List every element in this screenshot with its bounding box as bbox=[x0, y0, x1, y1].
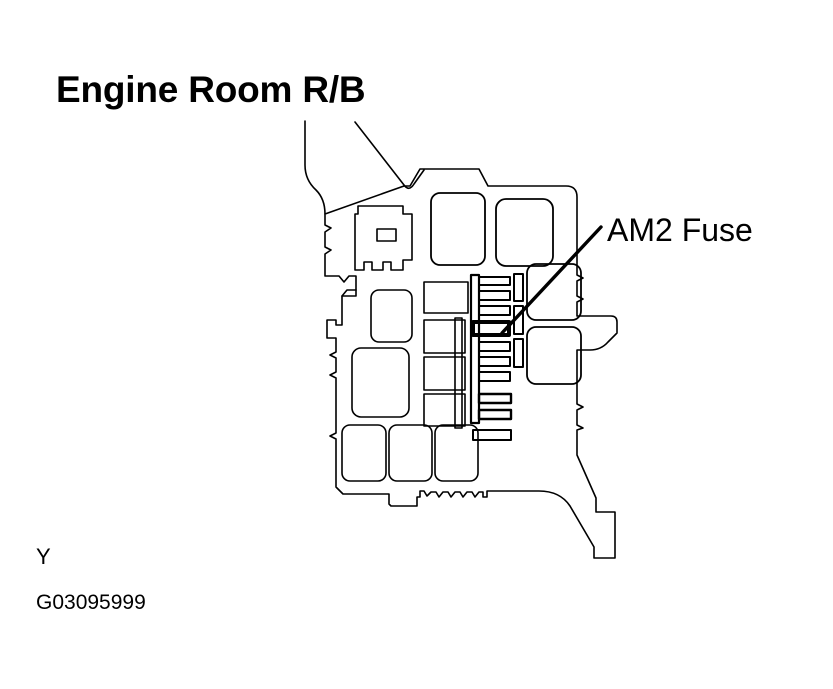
relay-block-outline bbox=[324, 168, 618, 559]
footer-marker: Y bbox=[36, 544, 51, 569]
fuse-slot-bottom-2 bbox=[477, 408, 513, 421]
fuse-slot-tall-3 bbox=[513, 338, 524, 368]
fuse-slot-bottom-3 bbox=[472, 429, 512, 441]
fuse-slot-upper-1 bbox=[478, 276, 511, 286]
title-leader-line-vertical bbox=[304, 120, 326, 215]
am2-fuse-leader-line bbox=[500, 225, 603, 335]
relay-housing-bottom-3 bbox=[434, 424, 479, 482]
connector-block-mid-4 bbox=[423, 393, 466, 427]
relay-housing-mid-left-upper bbox=[370, 289, 413, 343]
fuse-slot-tall-1 bbox=[513, 273, 524, 302]
relay-housing-right-upper bbox=[526, 263, 582, 321]
relay-housing-top-right bbox=[495, 198, 554, 267]
relay-housing-bottom-1 bbox=[341, 424, 387, 482]
title-leader-line-diagonal bbox=[354, 121, 425, 190]
relay-housing-mid-left-lower bbox=[351, 347, 410, 418]
am2-fuse-label: AM2 Fuse bbox=[607, 212, 753, 248]
fuse-slot-lower-2 bbox=[478, 356, 511, 367]
am2-fuse-slot-highlight bbox=[471, 320, 511, 337]
relay-housing-top-center bbox=[430, 192, 486, 266]
relay-housing-shaped bbox=[354, 205, 413, 271]
relay-housing-bottom-2 bbox=[388, 424, 433, 482]
connector-block-mid-1 bbox=[423, 281, 469, 314]
relay-housing-right-lower bbox=[526, 326, 582, 385]
middle-divider-bar bbox=[454, 317, 463, 429]
fuse-slot-upper-2 bbox=[478, 290, 511, 301]
page-title: Engine Room R/B bbox=[56, 69, 366, 110]
connector-block-mid-2 bbox=[423, 319, 466, 354]
fuse-slot-bottom-1 bbox=[477, 392, 513, 405]
relay-shaped-window bbox=[376, 228, 397, 242]
connector-block-mid-3 bbox=[423, 356, 466, 391]
fuse-slot-upper-3 bbox=[478, 305, 511, 316]
fuse-slot-lower-3 bbox=[478, 371, 511, 382]
fuse-slot-lower-1 bbox=[478, 341, 511, 352]
figure-id: G03095999 bbox=[36, 591, 146, 614]
left-inner-ledge bbox=[341, 289, 357, 297]
